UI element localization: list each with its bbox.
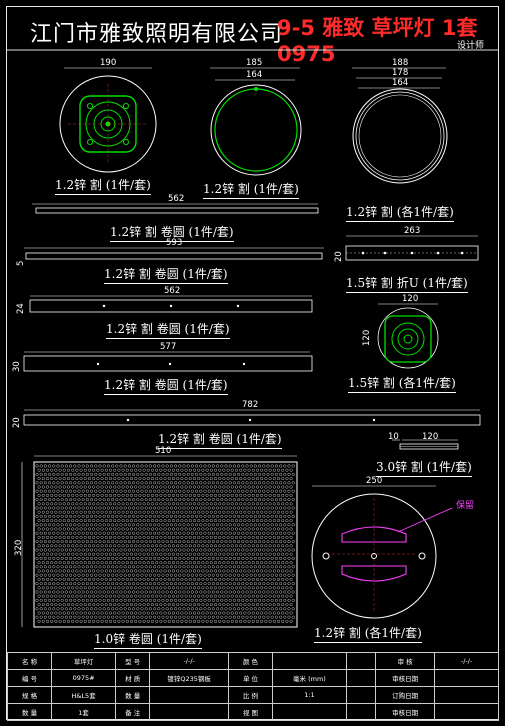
p2-dim-outer: 185 [246, 58, 263, 68]
p1-label: 1.2锌 割 (1件/套) [55, 176, 151, 195]
designer-label: 设计师 [457, 41, 485, 51]
title-block-cell: 0975# [51, 669, 117, 687]
part-2-drawing [210, 67, 302, 176]
part-8-drawing [377, 303, 439, 369]
title-block-cell [434, 703, 499, 721]
title-block-cell: H&L5套 [51, 686, 117, 704]
p11-dim-b: 120 [422, 432, 439, 442]
part-5-drawing [24, 247, 324, 260]
p8-dim-h: 120 [362, 329, 372, 346]
p7-label: 1.2锌 割 卷圆 (1件/套) [106, 320, 230, 339]
p11-label: 3.0锌 割 (1件/套) [376, 458, 472, 477]
title-block-cell: 审核日期 [375, 703, 436, 721]
title-block-cell: -/-/- [434, 652, 499, 670]
title-block-cell [272, 652, 347, 670]
p6-label: 1.5锌 割 折U (1件/套) [346, 274, 468, 293]
p11-dim-a: 10 [388, 432, 399, 442]
title-block-cell [345, 652, 377, 670]
p8-label: 1.5锌 割 (各1件/套) [348, 374, 456, 393]
product-title: 9-5 雅致 草坪灯 1套 0975 [277, 16, 478, 66]
title-block-cell: 订购日期 [375, 686, 436, 704]
p7-dim-len: 562 [164, 286, 181, 296]
title-block-cell [272, 703, 347, 721]
p10-dim-len: 782 [242, 400, 259, 410]
p3-label: 1.2锌 割 (各1件/套) [346, 203, 454, 222]
p8-dim-w: 120 [402, 294, 419, 304]
p9-dim-len: 577 [160, 342, 177, 352]
perforation-pattern [35, 464, 295, 623]
title-block-cell: 颜 色 [227, 652, 274, 670]
p5-dim-h: 5 [16, 260, 26, 266]
p3-dim-a: 188 [392, 58, 409, 68]
p5-dim-len: 593 [166, 238, 183, 248]
title-block-cell: 毫米 (mm) [272, 669, 347, 687]
p2-dim-inner: 164 [246, 70, 263, 80]
p9-dim-h: 30 [12, 361, 22, 372]
title-block-cell: 视 图 [227, 703, 274, 721]
p4-label: 1.2锌 割 卷圆 (1件/套) [110, 223, 234, 242]
title-block-cell [149, 703, 229, 721]
title-block-cell: 单 位 [227, 669, 274, 687]
title-block-cell [345, 703, 377, 721]
p4-dim-len: 562 [168, 194, 185, 204]
title-block-cell [434, 686, 499, 704]
p2-label: 1.2锌 割 (1件/套) [203, 180, 299, 199]
title-block-cell: 审 核 [375, 652, 436, 670]
title-block-cell [345, 669, 377, 687]
title-block-cell [149, 686, 229, 704]
title-block-cell: 镀锌Q235钢板 [149, 669, 229, 687]
p13-dim: 250 [366, 476, 383, 486]
part-4-drawing [32, 203, 319, 214]
title-block-cell: 比 例 [227, 686, 274, 704]
title-block-cell: 备 注 [115, 703, 151, 721]
p1-dim: 190 [100, 58, 117, 68]
title-block-cell [345, 686, 377, 704]
part-1-drawing [59, 67, 157, 173]
title-block-cell: 数 量 [115, 686, 151, 704]
title-block-cell: 1套 [51, 703, 117, 721]
p6-dim-len: 263 [404, 226, 421, 236]
p10-label: 1.2锌 割 卷圆 (1件/套) [158, 430, 282, 449]
part-9-drawing [23, 351, 313, 372]
part-12-drawing [21, 455, 298, 628]
title-block-cell: 规 格 [6, 686, 53, 704]
p12-dim-w: 510 [155, 446, 172, 456]
title-block-cell: 审核日期 [375, 669, 436, 687]
p12-label: 1.0锌 卷圆 (1件/套) [94, 630, 202, 649]
p3-dim-c: 164 [392, 78, 409, 88]
part-10-drawing [23, 409, 481, 426]
title-block-cell: 型 号 [115, 652, 151, 670]
p13-callout: 保留 [456, 501, 475, 511]
p13-label: 1.2锌 割 (各1件/套) [314, 624, 422, 643]
part-6-drawing [345, 235, 479, 261]
title-block-cell: 材 质 [115, 669, 151, 687]
part-3-drawing [352, 67, 448, 184]
title-block-cell: -/-/- [149, 652, 229, 670]
p6-dim-h: 20 [334, 251, 344, 262]
p12-dim-h: 320 [14, 539, 24, 556]
part-13-drawing [311, 485, 453, 619]
p5-label: 1.2锌 割 卷圆 (1件/套) [104, 265, 228, 284]
title-block-cell: 1:1 [272, 686, 347, 704]
p10-dim-h: 20 [12, 417, 22, 428]
title-block-cell: 名 称 [6, 652, 53, 670]
title-block-cell: 数 量 [6, 703, 53, 721]
company-name: 江门市雅致照明有限公司 [30, 22, 284, 47]
part-11-drawing [392, 439, 459, 450]
p9-label: 1.2锌 割 卷圆 (1件/套) [104, 376, 228, 395]
title-block-cell: 草坪灯 [51, 652, 117, 670]
p7-dim-h: 24 [16, 303, 26, 314]
p3-dim-b: 178 [392, 68, 409, 78]
part-7-drawing [29, 295, 313, 313]
title-block-cell: 编 号 [6, 669, 53, 687]
title-block-row: 名 称草坪灯型 号-/-/-颜 色审 核-/-/- [6, 652, 499, 670]
title-block-cell [434, 669, 499, 687]
